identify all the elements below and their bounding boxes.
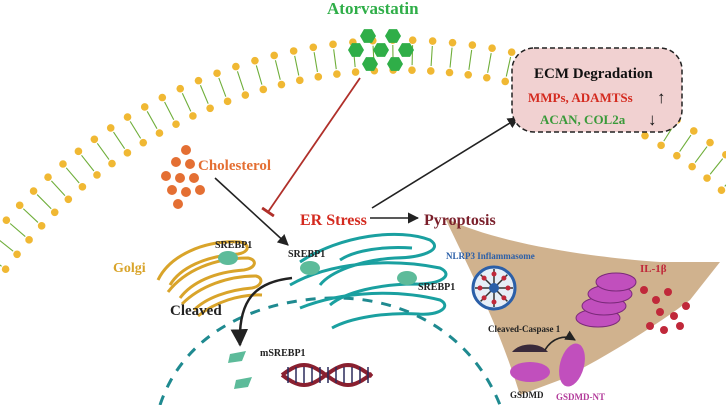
cholesterol-dot (185, 159, 195, 169)
cleaved-label: Cleaved (170, 303, 222, 319)
cholesterol-dot (175, 173, 185, 183)
cholesterol-dot (171, 157, 181, 167)
atorvastatin-hexagon (385, 29, 401, 43)
gsdmd-pore (575, 272, 637, 328)
msrebp1-fragment (228, 351, 246, 363)
srebp1-golgi-shape (218, 251, 238, 265)
nlrp3-inflammasome-icon (471, 265, 517, 311)
gsdmd-molecule (510, 344, 550, 382)
il1b-dot (676, 322, 684, 330)
cholesterol-dot (173, 199, 183, 209)
er-stress-label: ER Stress (300, 212, 367, 229)
er-stress-to-ecm-arrow (371, 117, 519, 209)
il1b-label: IL-1β (640, 263, 667, 275)
il1b-dots (640, 286, 690, 334)
cholesterol-label: Cholesterol (198, 158, 271, 174)
pyroptosis-label: Pyroptosis (424, 212, 496, 229)
cleavage-arrow (544, 330, 576, 351)
srebp1-golgi-label: SREBP1 (215, 240, 252, 251)
msrebp1-label: mSREBP1 (260, 348, 306, 359)
ecm-up-arrow-icon: ↑ (657, 88, 666, 107)
cholesterol-dot (181, 145, 191, 155)
ecm-down-line: ACAN, COL2a (540, 112, 626, 127)
atorvastatin-label: Atorvastatin (327, 0, 419, 18)
msrebp1-fragment (234, 377, 252, 389)
gsdmd-nt-label: GSDMD-NT (556, 392, 605, 402)
atorvastatin-hexagon (360, 29, 376, 43)
il1b-dot (664, 288, 672, 296)
ecm-title: ECM Degradation (534, 66, 653, 82)
atorvastatin-molecules (348, 29, 414, 71)
atorvastatin-hexagon (398, 43, 414, 57)
srebp1-er-top-shape (300, 261, 320, 275)
cholesterol-dot (189, 173, 199, 183)
srebp1-er-right-shape (397, 271, 417, 285)
cholesterol-to-er-arrow (214, 177, 289, 246)
golgi-apparatus (156, 240, 263, 318)
atorvastatin-hexagon (348, 43, 364, 57)
il1b-dot (640, 286, 648, 294)
il1b-dot (670, 312, 678, 320)
cholesterol-dot (195, 185, 205, 195)
ecm-degradation-box (511, 47, 683, 133)
gsdmd-nt-molecule (559, 343, 585, 387)
cholesterol-dot (181, 187, 191, 197)
cleaved-arrow (230, 276, 293, 347)
cholesterol-dot (161, 171, 171, 181)
cleaved-caspase-label: Cleaved-Caspase 1 (488, 324, 561, 334)
il1b-dot (646, 322, 654, 330)
il1b-dot (682, 302, 690, 310)
endoplasmic-reticulum (289, 232, 448, 330)
atorvastatin-hexagon (373, 43, 389, 57)
srebp1-er-right-label: SREBP1 (418, 282, 455, 293)
cholesterol-dot (167, 185, 177, 195)
golgi-label: Golgi (113, 261, 146, 276)
cholesterol-dots (161, 145, 205, 209)
ecm-up-line: MMPs, ADAMTSs (528, 90, 633, 105)
atorvastatin-hexagon (362, 57, 378, 71)
il1b-dot (656, 308, 664, 316)
il1b-dot (660, 326, 668, 334)
atorvastatin-hexagon (387, 57, 403, 71)
nlrp3-label: NLRP3 Inflammasome (446, 251, 535, 261)
ecm-down-arrow-icon: ↓ (648, 110, 657, 129)
dna-helix (280, 362, 374, 388)
il1b-dot (652, 296, 660, 304)
srebp1-er-top-label: SREBP1 (288, 249, 325, 260)
inhibition-line (261, 77, 361, 218)
gsdmd-label: GSDMD (510, 390, 544, 400)
